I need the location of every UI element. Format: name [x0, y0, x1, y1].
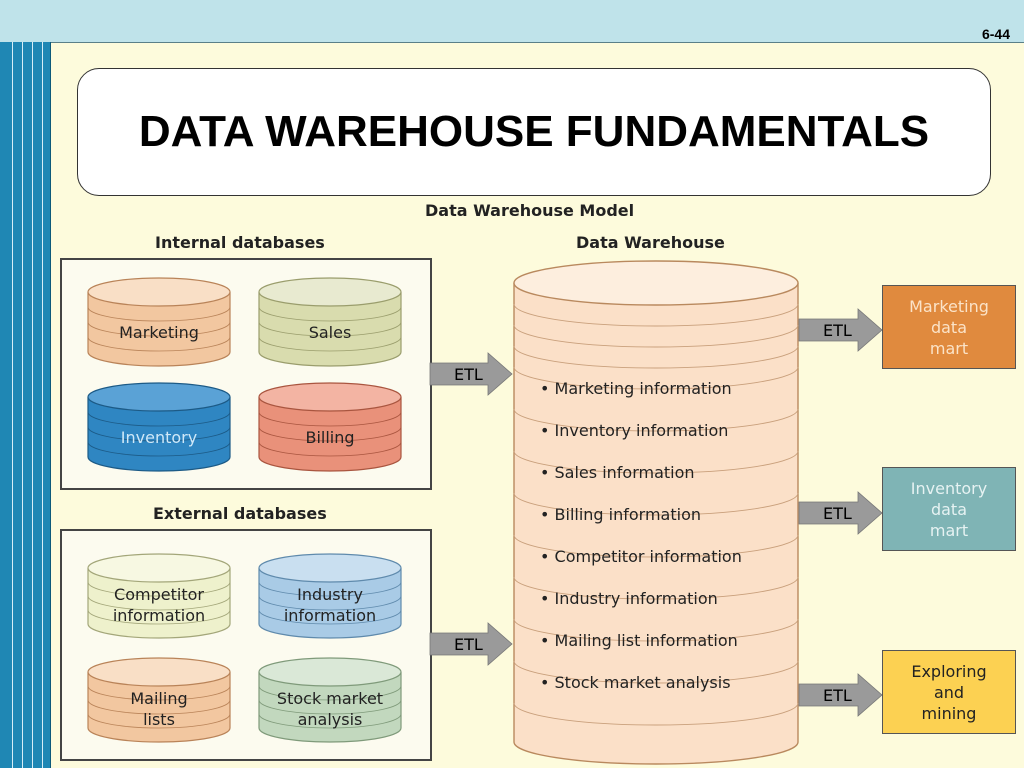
etl-label-inventory-mart: ETL — [823, 504, 852, 523]
competitor-database-cylinder — [87, 553, 231, 639]
mart-line: Marketing — [909, 296, 989, 316]
mailing-database-cylinder — [87, 657, 231, 743]
label-line: lists — [143, 710, 175, 729]
warehouse-item: • Mailing list information — [540, 631, 738, 650]
top-band: 6-44 — [0, 0, 1024, 43]
left-rail — [0, 42, 51, 768]
etl-arrow-external — [429, 622, 513, 666]
rail-stripe — [32, 42, 33, 768]
mart-line: mart — [929, 520, 969, 540]
billing-database-label: Billing — [259, 427, 401, 448]
sales-database-label: Sales — [259, 322, 401, 343]
label-line: Stock market — [276, 689, 384, 708]
inventory-database-label: Inventory — [88, 427, 230, 448]
mart-line: data — [930, 499, 968, 519]
etl-arrow-marketing-mart — [798, 308, 883, 352]
warehouse-item: • Billing information — [540, 505, 702, 524]
label-line: Competitor — [114, 585, 204, 604]
stock-market-database-cylinder — [258, 657, 402, 743]
label-line: Industry — [297, 585, 363, 604]
warehouse-item: • Sales information — [540, 463, 695, 482]
label-line: Mailing — [130, 689, 188, 708]
marketing-database-cylinder — [87, 277, 231, 367]
warehouse-item: • Marketing information — [540, 379, 732, 398]
data-warehouse-cylinder — [513, 260, 799, 765]
marketing-database-label: Marketing — [88, 322, 230, 343]
label-line: information — [112, 606, 206, 625]
sales-database-cylinder — [258, 277, 402, 367]
mart-line: data — [930, 317, 968, 337]
mart-line: mining — [921, 703, 977, 723]
mart-line: mart — [929, 338, 969, 358]
etl-label-internal: ETL — [454, 365, 483, 384]
slide-number: 6-44 — [981, 26, 1010, 42]
marketing-data-mart-box: Marketing data mart — [882, 285, 1016, 369]
data-warehouse-heading: Data Warehouse — [576, 233, 725, 252]
label-line: Sales — [308, 323, 352, 342]
rail-stripe — [22, 42, 23, 768]
mailing-database-label: Mailing lists — [88, 688, 230, 730]
industry-database-cylinder — [258, 553, 402, 639]
exploring-and-mining-box: Exploring and mining — [882, 650, 1016, 734]
warehouse-item: • Industry information — [540, 589, 718, 608]
external-databases-heading: External databases — [153, 504, 327, 523]
label-line: analysis — [297, 710, 363, 729]
warehouse-item: • Competitor information — [540, 547, 742, 566]
rail-stripe — [42, 42, 43, 768]
slide-title: DATA WAREHOUSE FUNDAMENTALS — [138, 107, 930, 156]
etl-label-external: ETL — [454, 635, 483, 654]
mart-line: and — [933, 682, 965, 702]
label-line: Inventory — [120, 428, 198, 447]
label-line: information — [283, 606, 377, 625]
mart-line: Exploring — [911, 661, 987, 681]
warehouse-item: • Inventory information — [540, 421, 729, 440]
etl-arrow-exploring — [798, 673, 883, 717]
mart-line: Inventory — [910, 478, 988, 498]
etl-arrow-internal — [429, 352, 513, 396]
inventory-data-mart-box: Inventory data mart — [882, 467, 1016, 551]
billing-database-cylinder — [258, 382, 402, 472]
label-line: Billing — [305, 428, 355, 447]
industry-database-label: Industry information — [259, 584, 401, 626]
rail-stripe — [12, 42, 13, 768]
label-line: Marketing — [119, 323, 199, 342]
warehouse-item: • Stock market analysis — [540, 673, 731, 692]
competitor-database-label: Competitor information — [88, 584, 230, 626]
etl-label-exploring: ETL — [823, 686, 852, 705]
stock-market-database-label: Stock market analysis — [259, 688, 401, 730]
internal-databases-heading: Internal databases — [155, 233, 325, 252]
etl-label-marketing-mart: ETL — [823, 321, 852, 340]
slide-title-box: DATA WAREHOUSE FUNDAMENTALS — [77, 68, 991, 196]
etl-arrow-inventory-mart — [798, 491, 883, 535]
diagram-title: Data Warehouse Model — [425, 201, 635, 220]
inventory-database-cylinder — [87, 382, 231, 472]
